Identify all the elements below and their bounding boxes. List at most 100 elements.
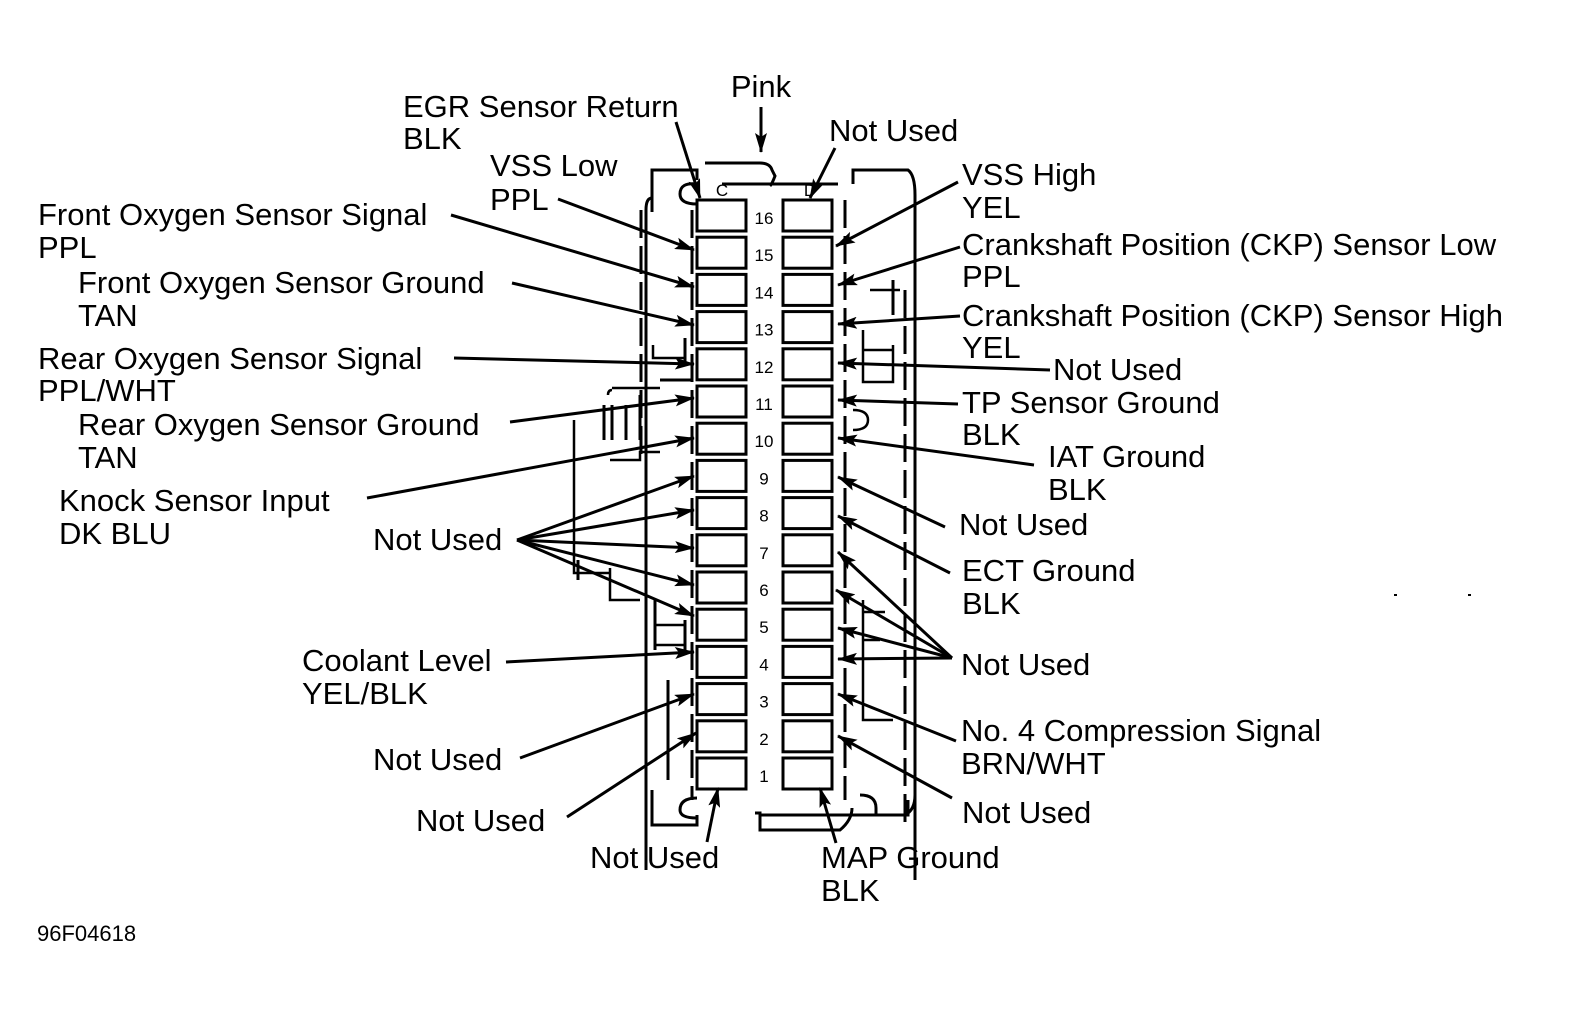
label-no4-compression: No. 4 Compression Signal (961, 713, 1321, 748)
label-egr-return: EGR Sensor Return (403, 89, 679, 124)
label-right-not-used-d2: Not Used (962, 795, 1091, 830)
pin-cavity-d3 (781, 682, 834, 717)
label-ckp-low-color: PPL (962, 259, 1021, 294)
pin-cavity-c6 (695, 570, 748, 605)
label-tp-ground: TP Sensor Ground (962, 385, 1220, 420)
leader-rear-o2-signal (453, 356, 695, 370)
stray-mark (1468, 594, 1471, 596)
leader-no4-compression (837, 692, 957, 743)
leader-not-used-d9 (837, 475, 946, 529)
leader-front-o2-signal (450, 213, 695, 289)
leader-not-used-c9 (516, 474, 695, 542)
label-front-o2-signal: Front Oxygen Sensor Signal (38, 197, 427, 232)
leader-not-used-c2 (566, 731, 697, 819)
leader-ckp-high (837, 314, 961, 329)
leader-front-o2-ground (511, 281, 695, 327)
pin-cavity-c3 (695, 682, 748, 717)
right-callouts: Not Used VSS High YEL Crankshaft Positio… (821, 113, 1503, 908)
leader-not-used-c1 (705, 787, 721, 843)
column-c-label: C (716, 181, 728, 200)
pin-cavity-c10 (695, 421, 748, 456)
leader-iat-ground (837, 434, 1035, 467)
pin-number: 15 (755, 246, 774, 265)
pin-cavity-c4 (695, 644, 748, 679)
pin-cavity-c9 (695, 458, 748, 493)
label-ect-ground: ECT Ground (962, 553, 1135, 588)
leader-not-used-d6 (835, 588, 953, 660)
pin-cavity-d4 (781, 644, 834, 679)
pin-cavity-d7 (781, 533, 834, 568)
leader-not-used-d16 (808, 147, 837, 199)
label-rear-o2-ground-color: TAN (78, 440, 138, 475)
label-vss-high-color: YEL (962, 190, 1021, 225)
label-vss-high: VSS High (962, 157, 1096, 192)
pin-cavity-c11 (695, 384, 748, 419)
leader-vss-high (835, 180, 959, 248)
label-tp-ground-color: BLK (962, 417, 1021, 452)
pin-number: 4 (759, 655, 768, 674)
pin-cavity-d8 (781, 496, 834, 531)
leader-knock-sensor (366, 435, 695, 500)
pin-number: 8 (759, 507, 768, 526)
pin-number: 16 (755, 209, 774, 228)
leader-not-used-d2 (837, 734, 953, 800)
leader-egr-return (674, 121, 702, 199)
leader-coolant-level (505, 647, 695, 664)
pin-cavity-d9 (781, 458, 834, 493)
leader-map-ground (818, 787, 838, 844)
label-ckp-high-color: YEL (962, 330, 1021, 365)
pin-number: 2 (759, 730, 768, 749)
label-vss-low: VSS Low (490, 148, 618, 183)
leader-ect-ground (837, 514, 951, 575)
pin-cavity-d13 (781, 310, 834, 345)
label-front-o2-signal-color: PPL (38, 230, 97, 265)
stray-mark (1394, 594, 1397, 596)
pin-number: 9 (759, 469, 768, 488)
leader-vss-low (557, 197, 695, 252)
pin-cavity-d11 (781, 384, 834, 419)
figure-id: 96F04618 (37, 921, 136, 946)
label-front-o2-ground-color: TAN (78, 298, 138, 333)
pin-cavity-c13 (695, 310, 748, 345)
pin-cavity-c5 (695, 607, 748, 642)
label-right-not-used-d9: Not Used (959, 507, 1088, 542)
pin-number: 3 (759, 693, 768, 712)
pin-cavity-d5 (781, 607, 834, 642)
pin-cavity-d14 (781, 272, 834, 307)
pin-cavity-d1 (781, 756, 834, 791)
label-map-ground: MAP Ground (821, 840, 1000, 875)
pin-cavity-d6 (781, 570, 834, 605)
label-rear-o2-signal: Rear Oxygen Sensor Signal (38, 341, 422, 376)
leader-rear-o2-ground (509, 394, 695, 424)
pin-cavity-c16 (695, 198, 748, 233)
pin-cavity-d16 (781, 198, 834, 233)
label-coolant-level: Coolant Level (302, 643, 492, 678)
label-coolant-level-color: YEL/BLK (302, 676, 428, 711)
label-bottom-not-used-c1: Not Used (590, 840, 719, 875)
label-left-not-used-c2: Not Used (416, 803, 545, 838)
label-left-not-used-group: Not Used (373, 522, 502, 557)
leader-not-used-d4 (837, 652, 953, 665)
label-rear-o2-signal-color: PPL/WHT (38, 373, 176, 408)
pin-number: 14 (755, 283, 774, 302)
label-ect-ground-color: BLK (962, 586, 1021, 621)
label-right-not-used-d12: Not Used (1053, 352, 1182, 387)
label-knock-sensor-color: DK BLU (59, 516, 171, 551)
label-knock-sensor: Knock Sensor Input (59, 483, 330, 518)
leader-not-used-c3 (519, 692, 695, 760)
label-iat-ground: IAT Ground (1048, 439, 1205, 474)
pin-number: 12 (755, 358, 774, 377)
label-ckp-low: Crankshaft Position (CKP) Sensor Low (962, 227, 1497, 262)
leader-not-used-d12 (837, 357, 1051, 372)
pin-cavity-d10 (781, 421, 834, 456)
leader-not-used-c5 (516, 538, 695, 618)
leader-ckp-low (837, 245, 961, 287)
leader-not-used-c7 (516, 538, 695, 554)
label-right-not-used-group: Not Used (961, 647, 1090, 682)
pin-cavity-d12 (781, 347, 834, 382)
label-rear-o2-ground: Rear Oxygen Sensor Ground (78, 407, 480, 442)
label-ckp-high: Crankshaft Position (CKP) Sensor High (962, 298, 1503, 333)
pin-cavity-c2 (695, 719, 748, 754)
label-map-ground-color: BLK (821, 873, 880, 908)
